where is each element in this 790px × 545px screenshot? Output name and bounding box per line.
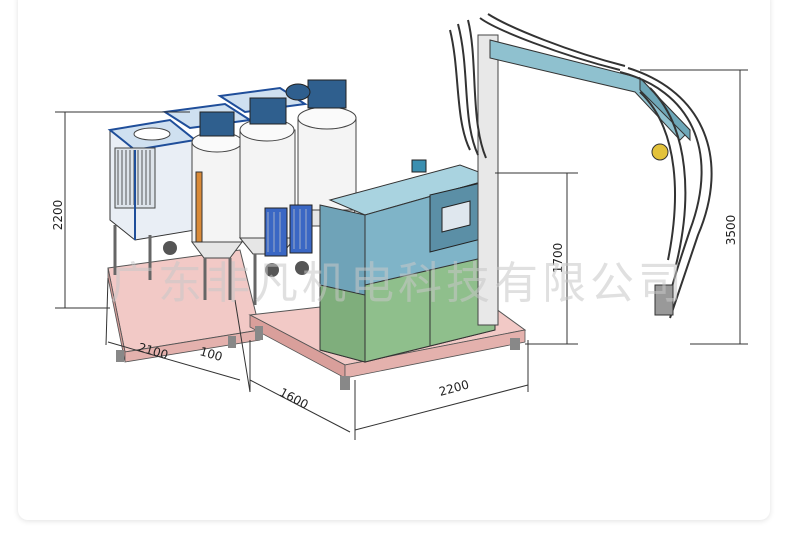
tank-3 bbox=[285, 79, 358, 227]
dim-height-total: 3500 bbox=[724, 215, 738, 246]
chiller-unit bbox=[107, 118, 198, 280]
dim-height-cabinet: 1700 bbox=[551, 243, 565, 274]
control-cabinet bbox=[319, 159, 497, 363]
dim-width-right: 2200 bbox=[437, 377, 470, 398]
boom-arm bbox=[449, 13, 713, 326]
dim-height-tanks: 2200 bbox=[51, 200, 65, 231]
heat-exchangers bbox=[163, 204, 313, 277]
tank-1 bbox=[191, 111, 243, 300]
dim-depth: 1600 bbox=[277, 385, 311, 412]
dimension-lines bbox=[55, 69, 748, 440]
company-watermark: 广东非凡机电科技有限公司 bbox=[110, 258, 686, 309]
dim-gap: 100 bbox=[198, 344, 224, 364]
